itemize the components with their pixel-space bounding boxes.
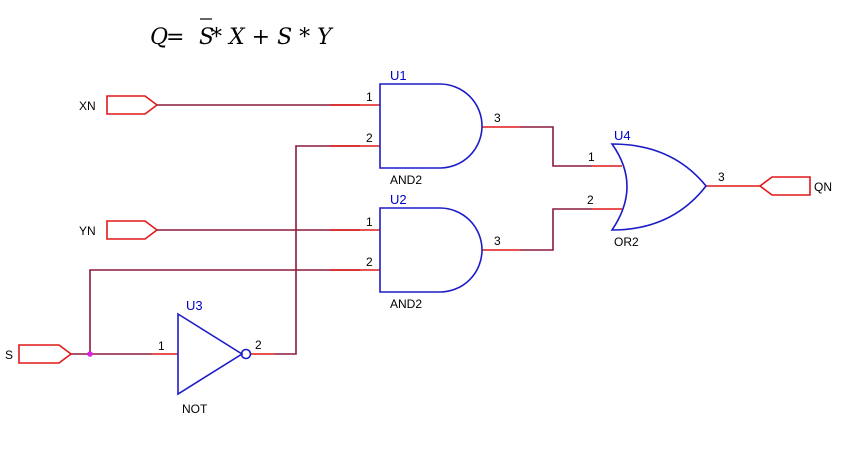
u2-pin1: 1 bbox=[366, 215, 373, 229]
junction-dot bbox=[87, 351, 93, 357]
u2-pin3: 3 bbox=[494, 234, 501, 248]
gate-u2[interactable]: U2 1 2 3 AND2 bbox=[330, 192, 520, 311]
wires bbox=[71, 104, 592, 357]
u4-or-body[interactable] bbox=[610, 143, 708, 231]
equation-s-bar: S bbox=[199, 25, 214, 50]
u1-ref: U1 bbox=[390, 68, 407, 83]
port-qn-label: QN bbox=[814, 180, 832, 194]
u4-ref: U4 bbox=[614, 128, 631, 143]
wire-u1-u4 bbox=[520, 126, 592, 167]
u3-pin1: 1 bbox=[158, 339, 165, 353]
wire-u2-u4 bbox=[520, 208, 592, 251]
u4-pin1: 1 bbox=[588, 150, 595, 164]
u3-inversion-bubble bbox=[240, 348, 252, 360]
equation-rest: * X + S * Y bbox=[211, 25, 334, 50]
u4-type: OR2 bbox=[614, 235, 639, 249]
u4-pin2: 2 bbox=[587, 193, 594, 207]
u2-type: AND2 bbox=[390, 297, 422, 311]
u1-pin1: 1 bbox=[366, 90, 373, 104]
u3-not-body[interactable] bbox=[177, 312, 244, 396]
u2-and-body[interactable] bbox=[379, 207, 483, 293]
port-yn[interactable]: YN bbox=[79, 220, 159, 240]
port-xn[interactable]: XN bbox=[79, 95, 159, 115]
u1-and-body[interactable] bbox=[379, 83, 483, 169]
port-xn-shape[interactable] bbox=[106, 95, 159, 115]
port-qn[interactable]: QN bbox=[758, 176, 832, 196]
wire-s-u2 bbox=[89, 269, 360, 354]
u3-pin2: 2 bbox=[255, 338, 262, 352]
u2-ref: U2 bbox=[390, 192, 407, 207]
equation-lhs: Q bbox=[150, 25, 168, 50]
u1-type: AND2 bbox=[390, 173, 422, 187]
u3-ref: U3 bbox=[186, 298, 203, 313]
gate-u1[interactable]: U1 1 2 3 AND2 bbox=[330, 68, 520, 187]
u3-type: NOT bbox=[182, 402, 208, 416]
port-yn-shape[interactable] bbox=[106, 220, 159, 240]
equation-equals: = bbox=[166, 25, 184, 50]
port-yn-label: YN bbox=[79, 224, 96, 238]
u2-pin2: 2 bbox=[366, 255, 373, 269]
boolean-equation: Q = S * X + S * Y bbox=[150, 18, 334, 50]
port-s-label: S bbox=[5, 348, 13, 362]
port-qn-shape[interactable] bbox=[758, 176, 811, 196]
gate-u4[interactable]: U4 1 2 3 OR2 bbox=[587, 128, 760, 249]
u4-pin3: 3 bbox=[718, 170, 725, 184]
gate-u3[interactable]: U3 1 2 NOT bbox=[152, 298, 275, 416]
u1-pin3: 3 bbox=[494, 111, 501, 125]
port-s-shape[interactable] bbox=[18, 344, 73, 364]
u1-pin2: 2 bbox=[366, 131, 373, 145]
wire-u3-u1 bbox=[275, 145, 360, 355]
port-s[interactable]: S bbox=[5, 344, 73, 364]
port-xn-label: XN bbox=[79, 99, 96, 113]
